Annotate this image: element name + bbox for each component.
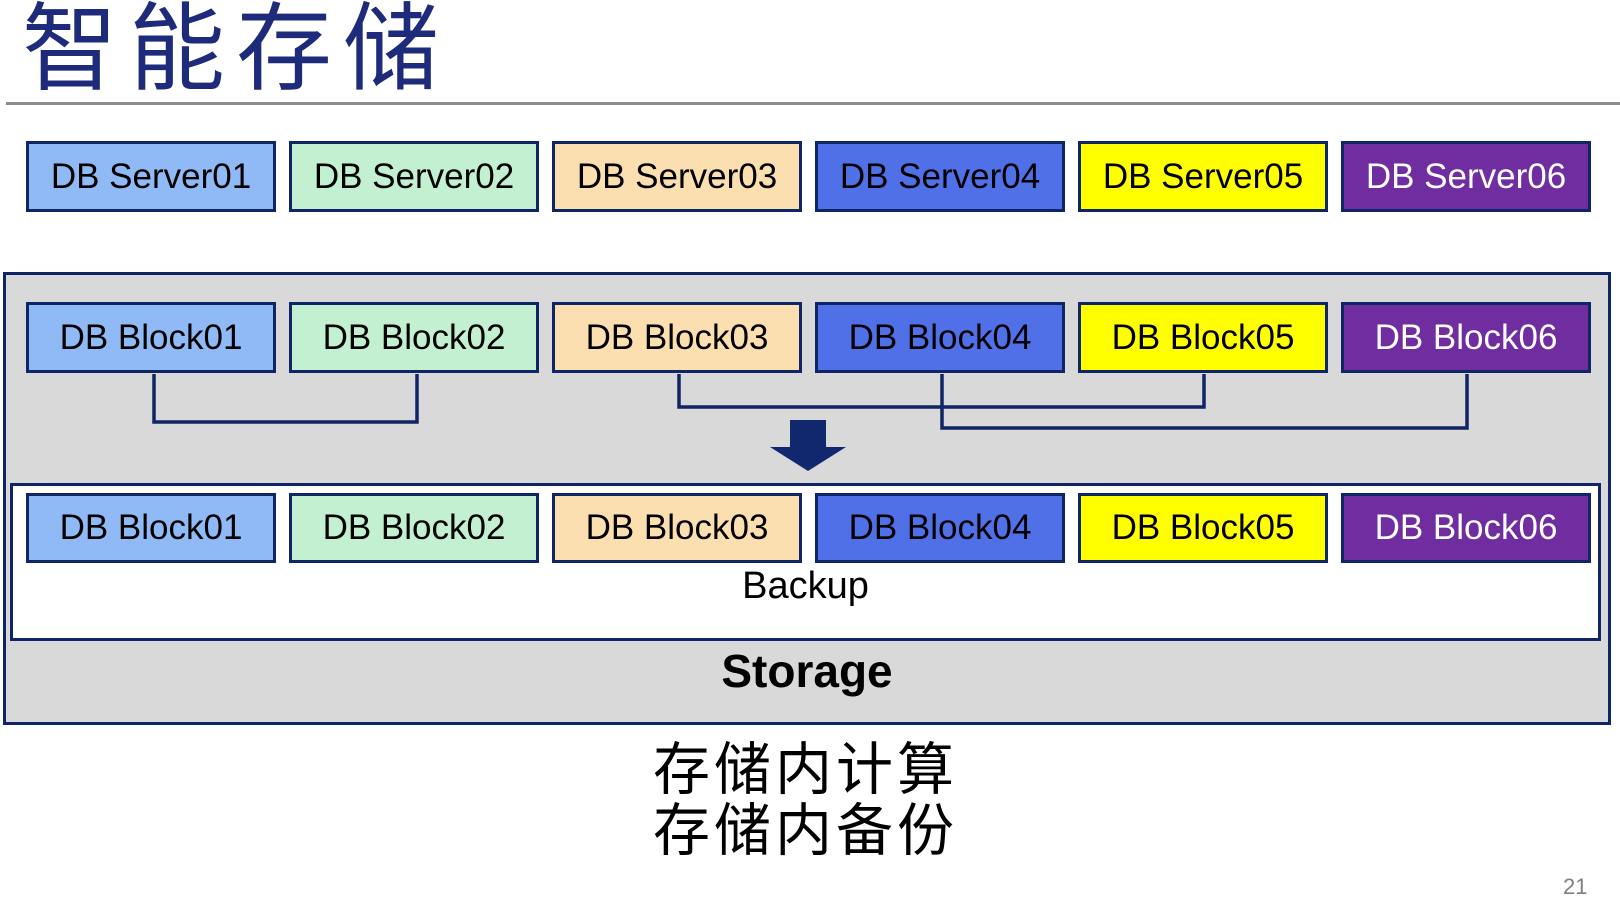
db-server-02-box: DB Server02 [289,141,539,212]
db-server-04-box: DB Server04 [815,141,1065,212]
db-block-top-05-box: DB Block05 [1078,302,1328,373]
db-server-03-box: DB Server03 [552,141,802,212]
storage-container: DB Block01 DB Block02 DB Block03 DB Bloc… [3,272,1611,725]
backup-label: Backup [742,565,869,607]
db-server-06-box: DB Server06 [1341,141,1591,212]
db-block-top-01-box: DB Block01 [26,302,276,373]
db-blocks-top-row: DB Block01 DB Block02 DB Block03 DB Bloc… [26,302,1591,373]
storage-label: Storage [721,645,893,697]
caption-line-2: 存储内备份 [653,799,958,863]
db-block-top-04-box: DB Block04 [815,302,1065,373]
db-servers-row: DB Server01 DB Server02 DB Server03 DB S… [26,141,1591,212]
db-block-top-03-box: DB Block03 [552,302,802,373]
db-block-backup-03-box: DB Block03 [552,493,802,563]
db-block-backup-05-box: DB Block05 [1078,493,1328,563]
db-server-05-box: DB Server05 [1078,141,1328,212]
db-block-backup-01-box: DB Block01 [26,493,276,563]
db-server-01-box: DB Server01 [26,141,276,212]
caption-line-1: 存储内计算 [653,738,958,802]
db-block-backup-02-box: DB Block02 [289,493,539,563]
page-number: 21 [1563,874,1588,899]
db-block-backup-06-box: DB Block06 [1341,493,1591,563]
db-block-top-02-box: DB Block02 [289,302,539,373]
db-block-top-06-box: DB Block06 [1341,302,1591,373]
db-blocks-backup-row: DB Block01 DB Block02 DB Block03 DB Bloc… [26,493,1591,563]
caption-text: 存储内计算 存储内备份 [653,740,958,862]
title-divider [6,102,1620,105]
slide-title: 智能存储 [22,0,450,103]
db-block-backup-04-box: DB Block04 [815,493,1065,563]
backup-container: DB Block01 DB Block02 DB Block03 DB Bloc… [10,483,1601,641]
